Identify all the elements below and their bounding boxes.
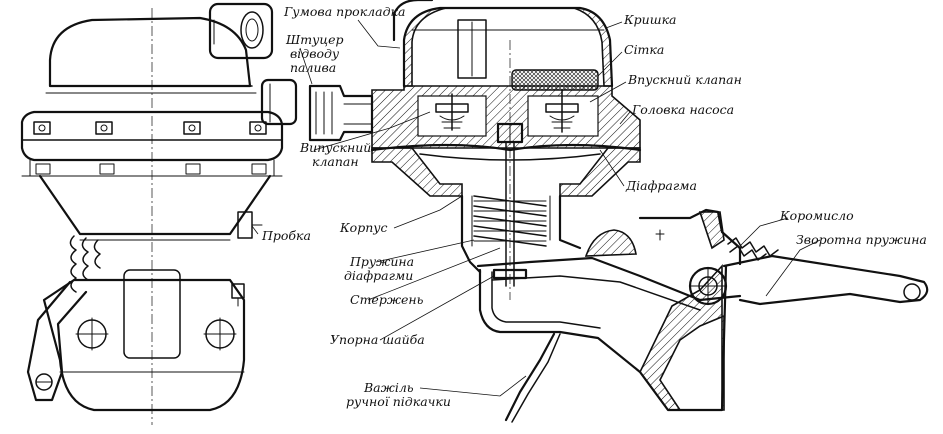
label-hand-lever-1: Важіль	[363, 380, 414, 395]
leader-lines	[251, 19, 821, 397]
section-diaphragm	[370, 143, 642, 152]
section-view	[308, 0, 929, 423]
label-rocker-arm: Коромисло	[779, 208, 854, 223]
label-plug: Пробка	[261, 228, 311, 243]
section-return-spring	[727, 237, 779, 261]
external-plug	[237, 211, 263, 239]
labels: Гумова прокладка Штуцер відводу палива К…	[261, 4, 927, 409]
label-outlet-fitting-2: відводу	[290, 46, 340, 61]
label-cover: Кришка	[623, 12, 676, 27]
section-rod	[505, 141, 515, 287]
label-hand-lever-2: ручної підкачки	[346, 394, 451, 409]
label-outlet-fitting-3: палива	[290, 60, 336, 75]
label-body: Корпус	[339, 220, 388, 235]
section-outlet-pipe	[308, 84, 374, 142]
section-outlet-valve	[435, 93, 469, 131]
section-diaphragm-spring	[473, 195, 547, 247]
label-outlet-valve-2: клапан	[312, 154, 359, 169]
section-hand-lever	[504, 332, 561, 423]
label-diaphragm: Діафрагма	[625, 178, 697, 193]
label-gasket: Гумова прокладка	[283, 4, 405, 19]
section-inlet-valve	[545, 89, 579, 133]
external-mount-holes	[75, 317, 237, 351]
external-bolts	[33, 121, 267, 175]
section-pump-head	[371, 85, 641, 149]
label-outlet-valve-1: Випускний	[299, 140, 371, 155]
external-hand-lever	[26, 280, 88, 402]
section-thrust-washer	[492, 268, 528, 280]
external-flange	[20, 110, 284, 162]
label-inlet-valve: Впускний клапан	[627, 72, 742, 87]
external-lower-housing	[42, 278, 246, 412]
label-diaphragm-spring-1: Пружина	[349, 254, 414, 269]
external-body	[38, 174, 272, 236]
external-view	[20, 2, 298, 425]
label-diaphragm-spring-2: діафрагми	[344, 268, 413, 283]
external-outlet-fitting	[208, 2, 274, 60]
label-rod: Стержень	[350, 292, 424, 307]
external-cover	[48, 16, 252, 88]
label-outlet-fitting-1: Штуцер	[285, 32, 344, 47]
label-thrust-washer: Упорна шайба	[330, 332, 425, 347]
label-pump-head: Головка насоса	[631, 102, 734, 117]
external-spring	[69, 235, 101, 293]
label-return-spring: Зворотна пружина	[796, 232, 927, 247]
section-top-fitting	[392, 0, 434, 42]
label-screen: Сітка	[624, 42, 664, 57]
section-pivot	[688, 266, 728, 306]
section-body	[371, 147, 463, 197]
section-rocker-arm	[722, 254, 929, 306]
